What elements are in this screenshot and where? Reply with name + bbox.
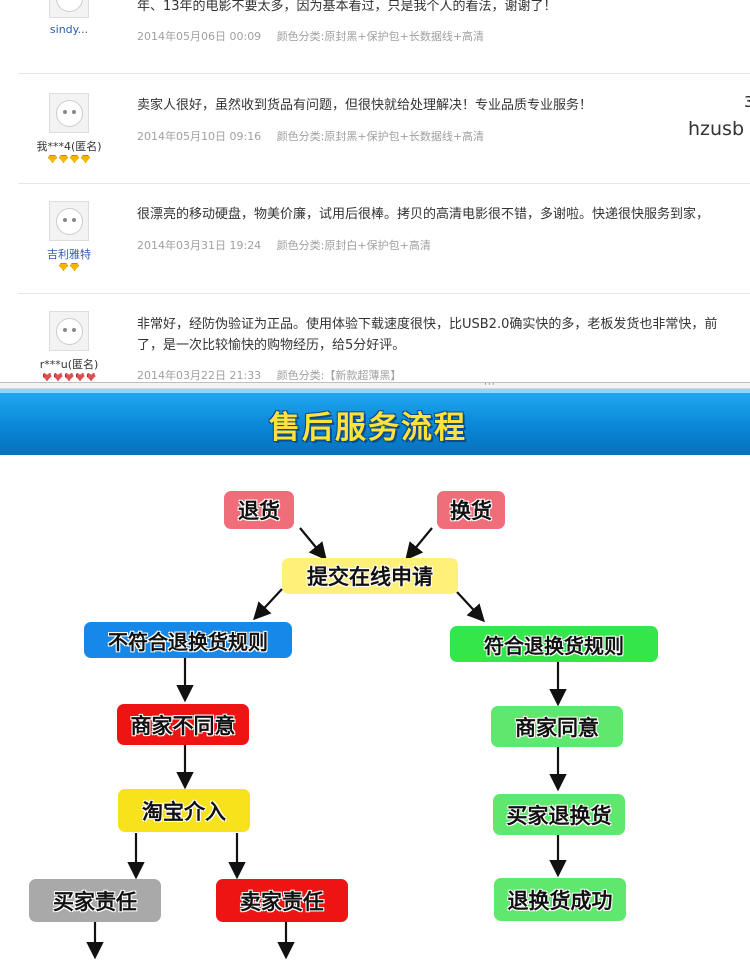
- review-content: 年、13年的电影不要太多，因为基本看过，只是我个人的看法，谢谢了！: [137, 0, 750, 17]
- review-date: 2014年03月31日 19:24: [137, 239, 262, 252]
- review-date: 2014年05月06日 00:09: [137, 30, 262, 43]
- avatar[interactable]: [49, 201, 89, 241]
- review-content-line: 年、13年的电影不要太多，因为基本看过，只是我个人的看法，谢谢了！: [137, 0, 557, 14]
- diamond-icon: [59, 263, 68, 271]
- heart-icon: [64, 373, 74, 381]
- flow-node-seller-disagree: 商家不同意: [117, 704, 249, 745]
- review-item: 吉利雅特 很漂亮的移动硬盘，物美价廉，试用后很棒。拷贝的高清电影很不错，多谢啦。…: [18, 184, 750, 294]
- flow-node-compliant: 符合退换货规则: [450, 626, 658, 662]
- review-user: 我***4(匿名): [18, 93, 120, 165]
- flow-node-exchange: 换货: [437, 491, 505, 529]
- diamond-icon: [70, 155, 79, 163]
- flow-arrows: [86, 527, 567, 960]
- review-item: sindy... 年、13年的电影不要太多，因为基本看过，只是我个人的看法，谢谢…: [18, 0, 750, 74]
- review-color-spec: 颜色分类:原封黑+保护包+长数据线+高清: [276, 130, 485, 143]
- review-content: 非常好，经防伪验证为正品。使用体验下载速度很快，比USB2.0确实快的多，老板发…: [137, 314, 750, 356]
- heart-icon: [53, 373, 63, 381]
- after-sales-flowchart: 退货 换货 提交在线申请 不符合退换货规则 符合退换货规则 商家不同意 商家同意…: [0, 455, 750, 960]
- diamond-icon: [59, 155, 68, 163]
- review-username[interactable]: 我***4(匿名): [36, 140, 102, 153]
- review-user: 吉利雅特: [18, 201, 120, 273]
- flow-node-seller-fault: 卖家责任: [216, 879, 348, 922]
- arrow: [405, 527, 433, 561]
- arrow: [456, 591, 485, 623]
- review-date: 2014年03月22日 21:33: [137, 369, 262, 382]
- flow-node-buyer-fault: 买家责任: [29, 879, 161, 922]
- review-content: 卖家人很好，虽然收到货品有问题，但很快就给处理解决！专业品质专业服务！: [137, 95, 750, 116]
- avatar[interactable]: [49, 311, 89, 351]
- review-content-line: 非常好，经防伪验证为正品。使用体验下载速度很快，比USB2.0确实快的多，老板发…: [137, 317, 718, 332]
- heart-icon: [42, 373, 52, 381]
- arrow: [253, 588, 283, 621]
- review-list: sindy... 年、13年的电影不要太多，因为基本看过，只是我个人的看法，谢谢…: [0, 0, 750, 384]
- flow-node-return: 退货: [224, 491, 294, 529]
- avatar[interactable]: [49, 93, 89, 133]
- flow-node-seller-agree: 商家同意: [491, 706, 623, 747]
- review-color-spec: 颜色分类:【新款超薄黑】: [276, 369, 402, 382]
- resize-handle[interactable]: ···: [0, 380, 750, 390]
- review-meta: 2014年03月31日 19:24 颜色分类:原封白+保护包+高清: [137, 237, 431, 253]
- flow-node-taobao-intervene: 淘宝介入: [118, 789, 250, 832]
- banner-title: 售后服务流程: [269, 410, 467, 446]
- diamond-icon: [48, 155, 57, 163]
- shop-name-fragment[interactable]: hzusb: [688, 118, 745, 140]
- review-meta: 2014年05月06日 00:09 颜色分类:原封黑+保护包+长数据线+高清: [137, 28, 484, 44]
- review-item: 我***4(匿名) 卖家人很好，虽然收到货品有问题，但很快就给处理解决！专业品质…: [18, 74, 750, 184]
- flow-node-success: 退换货成功: [494, 878, 626, 921]
- review-user: r***u(匿名): [18, 311, 120, 383]
- avatar[interactable]: [49, 0, 89, 18]
- review-content-line: 很漂亮的移动硬盘，物美价廉，试用后很棒。拷贝的高清电影很不错，多谢啦。快递很快服…: [137, 207, 710, 222]
- flow-node-submit-online: 提交在线申请: [282, 558, 458, 594]
- review-meta: 2014年03月22日 21:33 颜色分类:【新款超薄黑】: [137, 367, 401, 383]
- review-color-spec: 颜色分类:原封白+保护包+高清: [276, 239, 431, 252]
- buyer-rank-badges: [18, 263, 120, 273]
- review-user: sindy...: [18, 0, 120, 36]
- flow-node-buyer-return: 买家退换货: [493, 794, 625, 835]
- flow-node-not-compliant: 不符合退换货规则: [84, 622, 292, 658]
- buyer-rank-badges: [18, 155, 120, 165]
- review-color-spec: 颜色分类:原封黑+保护包+长数据线+高清: [276, 30, 485, 43]
- diamond-icon: [81, 155, 90, 163]
- review-content-line: 了，是一次比较愉快的购物经历，给5分好评。: [137, 338, 406, 353]
- review-meta: 2014年05月10日 09:16 颜色分类:原封黑+保护包+长数据线+高清: [137, 128, 484, 144]
- section-banner: 售后服务流程: [0, 389, 750, 455]
- grip-icon: ···: [484, 380, 496, 390]
- diamond-icon: [70, 263, 79, 271]
- arrow: [299, 527, 327, 561]
- heart-icon: [75, 373, 85, 381]
- buyer-rank-badges: [18, 373, 120, 383]
- review-item: r***u(匿名) 非常好，经防伪验证为正品。使用体验下载速度很快，比USB2.…: [18, 294, 750, 384]
- heart-icon: [86, 373, 96, 381]
- review-username[interactable]: sindy...: [49, 23, 89, 36]
- review-username[interactable]: 吉利雅特: [47, 248, 91, 261]
- review-date: 2014年05月10日 09:16: [137, 130, 262, 143]
- review-username[interactable]: r***u(匿名): [39, 358, 99, 371]
- review-content: 很漂亮的移动硬盘，物美价廉，试用后很棒。拷贝的高清电影很不错，多谢啦。快递很快服…: [137, 204, 750, 225]
- sidebar-number: 3: [744, 93, 750, 111]
- review-content-line: 卖家人很好，虽然收到货品有问题，但很快就给处理解决！专业品质专业服务！: [137, 98, 593, 113]
